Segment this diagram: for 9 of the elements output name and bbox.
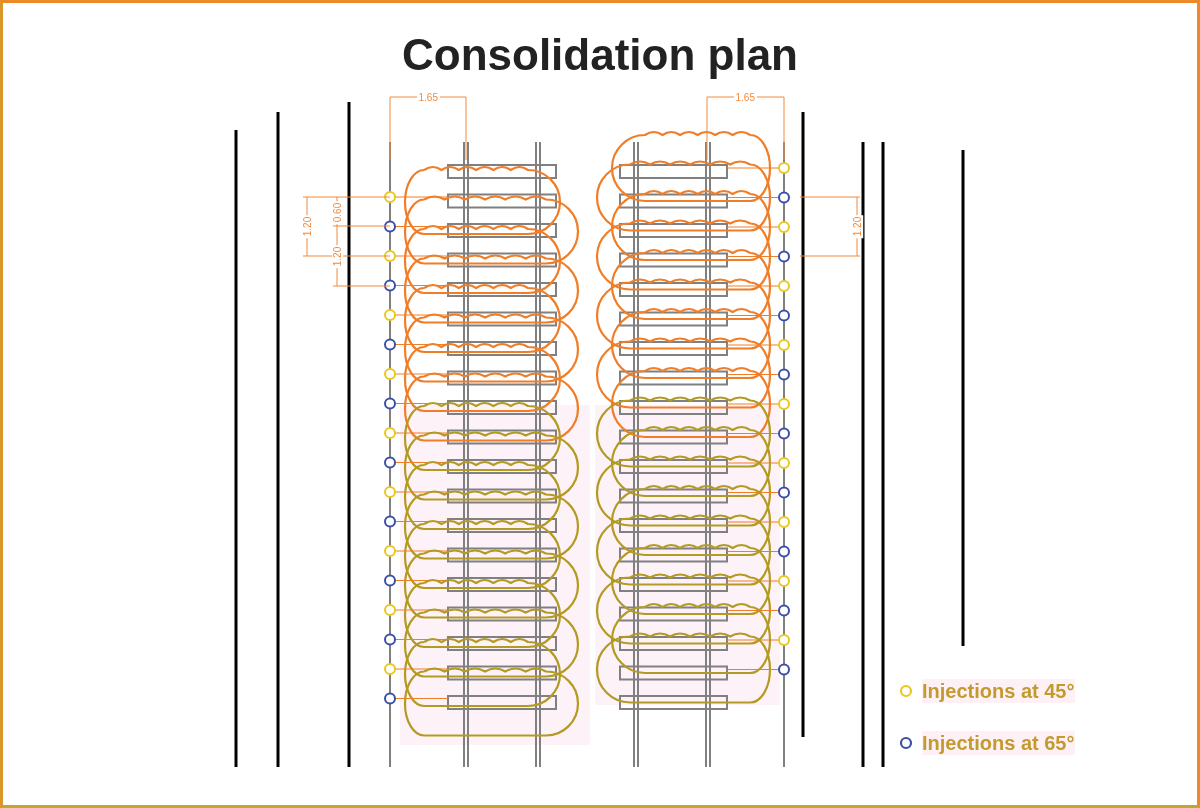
dimension-label: 0.60 — [331, 200, 343, 224]
legend-label: Injections at 65° — [922, 731, 1075, 755]
dimension-label: 1.20 — [851, 214, 863, 238]
title: Consolidation plan — [401, 30, 799, 80]
dimension-label: 1.20 — [301, 214, 313, 238]
dimension-label: 1.65 — [416, 91, 440, 103]
legend-label: Injections at 45° — [922, 679, 1075, 703]
dimension-label: 1.20 — [331, 244, 343, 268]
dimension-label: 1.65 — [733, 91, 757, 103]
